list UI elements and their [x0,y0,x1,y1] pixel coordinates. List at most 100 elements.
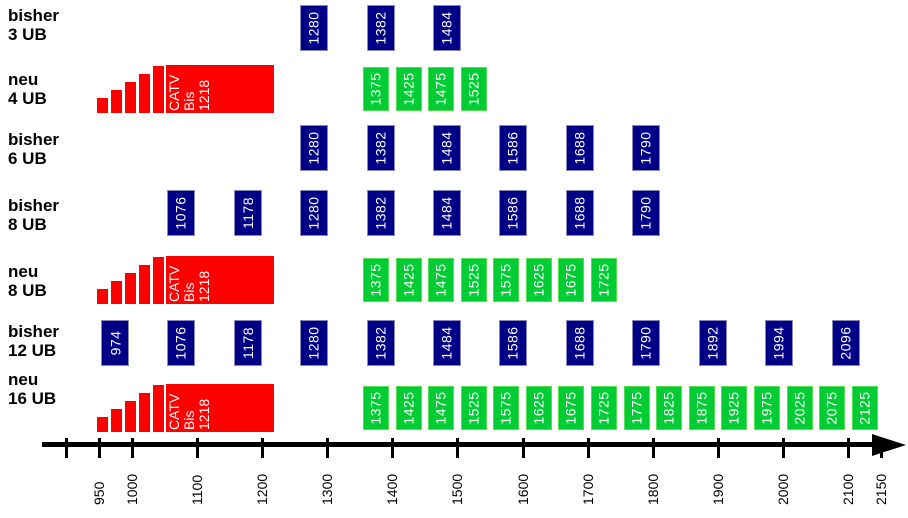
frequency-box-value: 1484 [439,131,455,165]
frequency-box-value: 1790 [638,131,654,165]
catv-ramp-bar [125,401,136,432]
frequency-box-value: 1484 [439,196,455,230]
frequency-box-1525: 1525 [461,258,487,302]
row-label-line: 8 UB [8,281,47,300]
frequency-box-1484: 1484 [433,320,461,366]
frequency-box-value: 1178 [240,326,257,360]
frequency-box-1375: 1375 [363,67,389,111]
frequency-box-1675: 1675 [558,386,584,430]
frequency-box-value: 1475 [433,263,449,297]
frequency-box-1892: 1892 [699,320,727,366]
frequency-box-1575: 1575 [493,258,519,302]
axis-tick-2100 [847,438,850,458]
frequency-box-value: 1484 [439,326,455,360]
frequency-box-value: 1925 [726,391,742,425]
frequency-box-value: 1586 [505,131,521,165]
frequency-box-value: 1525 [466,263,482,297]
axis-label-1900: 1900 [710,473,726,505]
frequency-box-value: 974 [106,330,123,356]
row-label-line: bisher [8,6,60,25]
axis-tick-1500 [456,438,459,458]
frequency-box-value: 1892 [705,326,721,360]
frequency-box-1382: 1382 [367,125,395,171]
frequency-box-1280: 1280 [300,5,328,51]
frequency-box-value: 1525 [466,391,482,425]
frequency-box-1790: 1790 [632,125,660,171]
catv-block [166,256,274,304]
frequency-box-1875: 1875 [689,386,715,430]
frequency-box-1076: 1076 [167,320,195,366]
frequency-box-value: 1994 [771,326,787,360]
axis-label-950: 950 [91,481,107,505]
frequency-box-1280: 1280 [300,125,328,171]
axis-label-2150: 2150 [873,473,889,505]
frequency-box-974: 974 [101,320,129,366]
row-label-line: neu [8,370,39,389]
frequency-box-value: 1725 [596,391,612,425]
catv-ramp-bar [139,74,150,113]
axis-tick-1400 [391,438,394,458]
catv-ramp-bar [125,273,136,304]
frequency-box-value: 1375 [368,263,384,297]
catv-ramp-bar [97,417,108,432]
frequency-box-1475: 1475 [428,258,454,302]
frequency-box-1382: 1382 [367,190,395,236]
frequency-box-value: 1382 [373,326,389,360]
frequency-box-1382: 1382 [367,320,395,366]
axis-arrow-icon [872,433,906,456]
row-label-line: 4 UB [8,89,47,108]
frequency-box-1484: 1484 [433,190,461,236]
axis-tick-900 [65,438,68,458]
frequency-box-value: 1575 [498,391,514,425]
frequency-box-2025: 2025 [787,386,813,430]
frequency-box-1375: 1375 [363,258,389,302]
frequency-box-value: 1076 [173,196,189,230]
axis-tick-1800 [652,438,655,458]
frequency-box-1425: 1425 [396,258,422,302]
row-label-line: 6 UB [8,149,47,168]
frequency-box-value: 1280 [306,196,322,230]
frequency-box-value: 1625 [531,391,547,425]
axis-label-2000: 2000 [775,473,791,505]
axis-label-1300: 1300 [319,473,335,505]
frequency-box-value: 2025 [792,391,808,425]
axis-tick-1000 [131,438,134,458]
frequency-box-1178: 1178 [234,190,262,236]
frequency-box-value: 1425 [401,72,417,106]
catv-ramp-bar [111,90,122,113]
axis-tick-1100 [196,438,199,458]
axis-tick-1700 [587,438,590,458]
frequency-box-value: 1280 [306,131,322,165]
row-label-line: neu [8,262,39,281]
catv-ramp-bar [97,98,108,113]
frequency-box-value: 1382 [373,11,389,45]
frequency-box-1688: 1688 [566,125,594,171]
frequency-box-1375: 1375 [363,386,389,430]
frequency-box-value: 1575 [498,263,514,297]
frequency-box-value: 1790 [638,326,654,360]
catv-block [166,65,274,113]
frequency-box-1178: 1178 [234,320,262,366]
frequency-box-value: 1688 [572,326,588,360]
frequency-box-1825: 1825 [656,386,682,430]
axis-tick-2150 [880,438,883,458]
frequency-box-1586: 1586 [499,125,527,171]
row-label-line: 8 UB [8,215,47,234]
axis-tick-1600 [522,438,525,458]
frequency-axis-line [42,442,878,447]
frequency-box-1775: 1775 [624,386,650,430]
catv-ramp-bar [139,393,150,432]
frequency-box-1280: 1280 [300,320,328,366]
frequency-box-1484: 1484 [433,125,461,171]
frequency-box-1586: 1586 [499,190,527,236]
frequency-box-value: 1425 [401,263,417,297]
frequency-box-2096: 2096 [832,320,860,366]
frequency-box-1076: 1076 [167,190,195,236]
frequency-box-value: 1375 [368,72,384,106]
row-label-line: bisher [8,322,60,341]
